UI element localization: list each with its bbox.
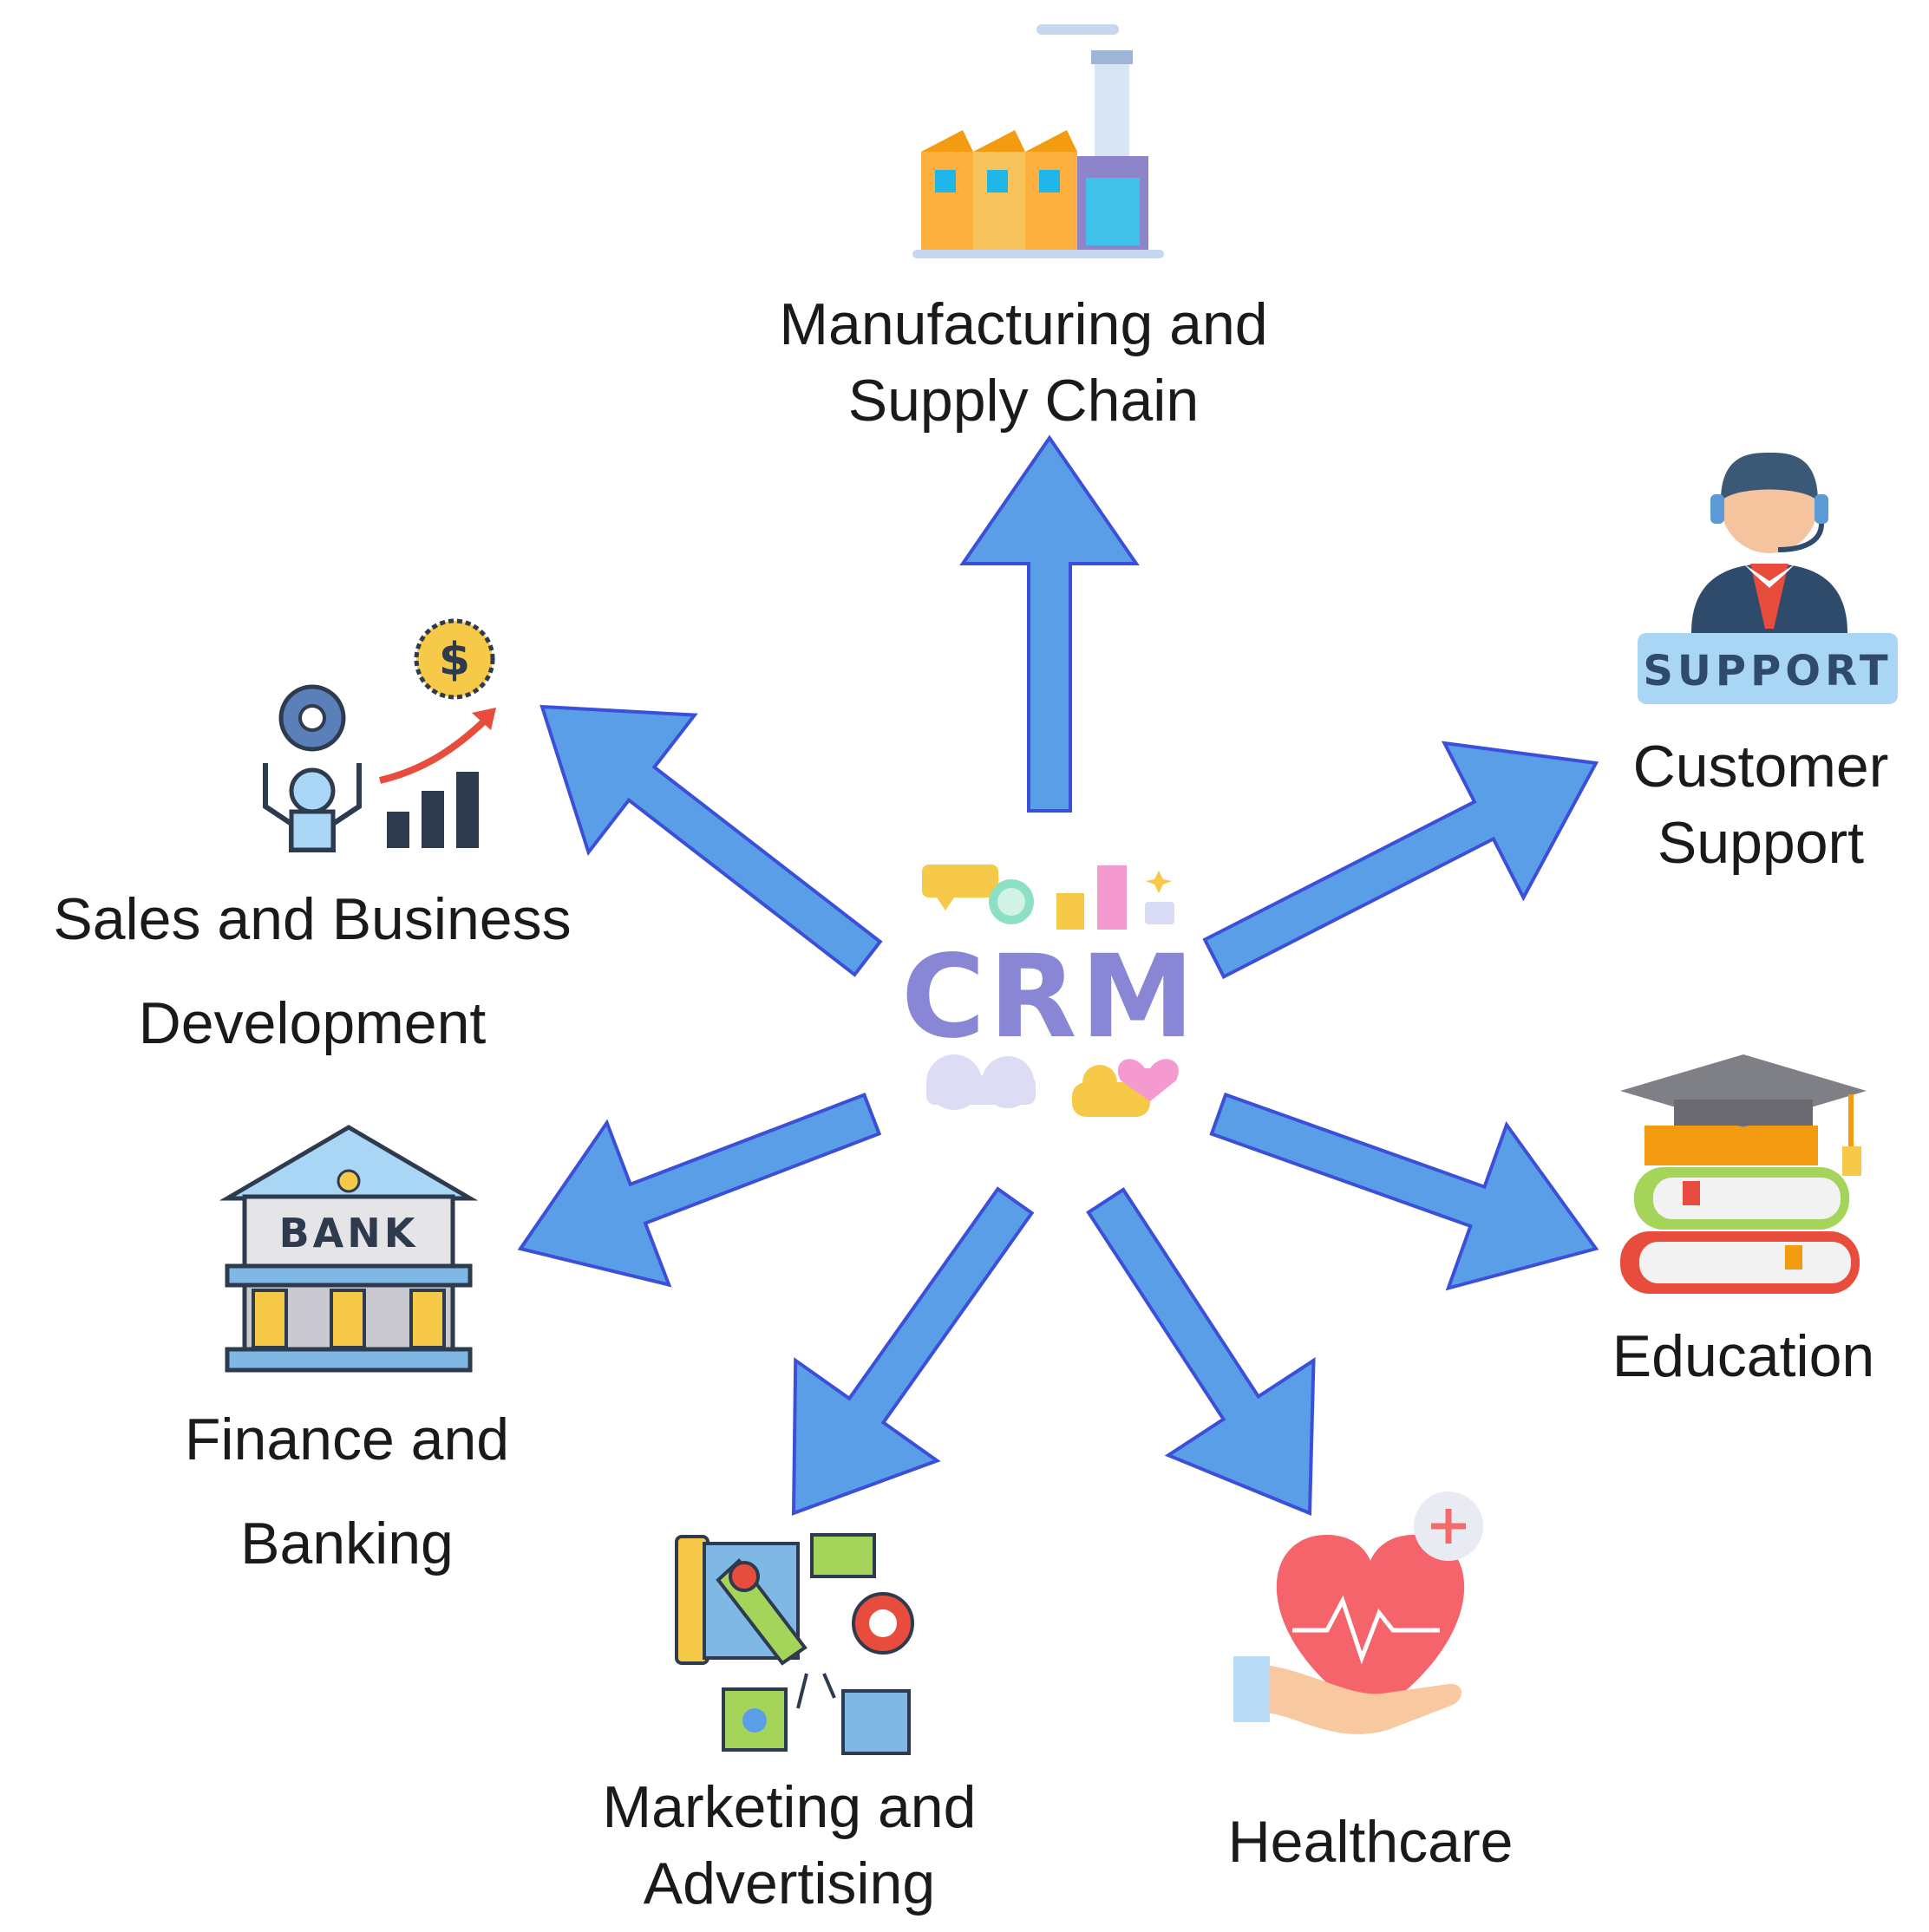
chat-bubble-tail [937, 897, 954, 911]
arrow-sales [539, 704, 883, 977]
crm-label: CRM [901, 930, 1198, 1064]
label-manufacturing: Manufacturing and Supply Chain [746, 286, 1301, 439]
arrow-finance [517, 1093, 882, 1288]
label-line: Marketing and [602, 1774, 977, 1840]
support-agent-icon: SUPPORT [1638, 453, 1898, 704]
bank-building-icon: BANK [219, 1125, 479, 1373]
bar-chart-icon [1056, 893, 1084, 930]
gears-icon [926, 1054, 1036, 1110]
marketing-megaphone-icon [675, 1533, 914, 1755]
factory-icon [912, 24, 1164, 258]
label-customer-support: Customer Support [1596, 728, 1926, 881]
label-line: Customer [1632, 734, 1889, 800]
bank-badge-text: BANK [279, 1210, 419, 1256]
support-badge-text: SUPPORT [1643, 647, 1892, 695]
cloud-heart-icon [1072, 1059, 1179, 1117]
dollar-sign: $ [439, 634, 470, 686]
label-line: Sales and Business [53, 886, 572, 952]
arrows [517, 434, 1599, 1516]
arrow-marketing [791, 1186, 1035, 1516]
arrow-healthcare [1086, 1187, 1316, 1516]
heart-in-hand-icon [1233, 1491, 1483, 1734]
sparkle-icon [1146, 871, 1172, 893]
sales-growth-icon: $ [263, 618, 496, 852]
arrow-manufacturing [959, 434, 1140, 813]
label-line: Education [1612, 1323, 1875, 1389]
arrow-education [1209, 1092, 1599, 1291]
label-line: Manufacturing and [779, 291, 1268, 357]
label-marketing: Marketing and Advertising [520, 1769, 1058, 1922]
arrow-customer-support [1202, 741, 1599, 980]
label-sales: Sales and Business Development [0, 867, 624, 1075]
label-education: Education [1561, 1318, 1926, 1394]
label-line: Support [1657, 810, 1865, 876]
document-icon [1145, 902, 1174, 924]
label-line: Advertising [643, 1850, 936, 1916]
chat-bubble-icon [922, 865, 998, 897]
label-line: Banking [240, 1511, 454, 1576]
books-graduation-cap-icon [1620, 1054, 1867, 1294]
label-healthcare: Healthcare [1188, 1804, 1553, 1880]
crm-logo: CRM [901, 865, 1198, 1117]
label-line: Finance and [184, 1407, 510, 1472]
label-finance: Finance and Banking [130, 1387, 564, 1596]
label-line: Healthcare [1227, 1809, 1514, 1875]
label-line: Development [138, 990, 487, 1056]
label-line: Supply Chain [847, 368, 1200, 434]
